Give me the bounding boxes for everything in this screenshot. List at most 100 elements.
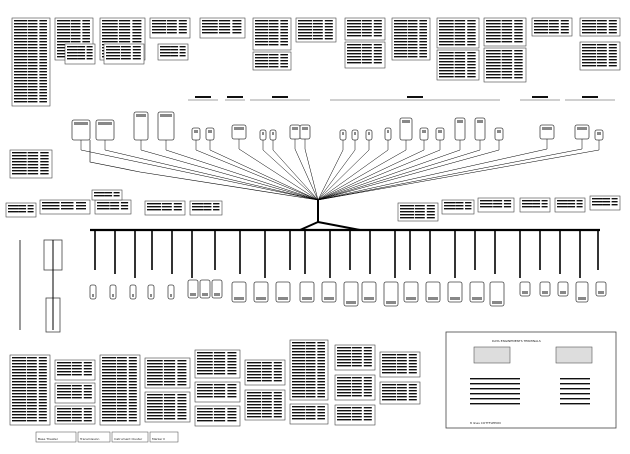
component-bottom-pin-13 [346, 301, 356, 304]
spec-table-bottom-3-cell [57, 420, 71, 422]
spec-table-top-15-cell [467, 73, 476, 75]
spec-table-bottom-13-cell [292, 409, 306, 411]
spec-table-top-0-cell [39, 29, 47, 31]
spec-table-top-0-cell [14, 77, 28, 79]
spec-table-bottom-18-cell [382, 390, 396, 392]
spec-table-mid-7-cell [493, 200, 503, 202]
spec-table-mid-9-cell [576, 206, 583, 208]
spec-table-top-11-cell [560, 29, 569, 31]
spec-table-mid-0 [5, 202, 37, 218]
spec-table-mid-9 [554, 197, 586, 213]
spec-table-mid-6-cell [465, 208, 472, 210]
spec-table-top-5-cell [280, 23, 288, 25]
spec-table-top-6-cell [298, 29, 312, 31]
spec-table-top-0-cell [39, 74, 47, 76]
spec-table-top-9-cell [467, 44, 476, 46]
bottom-label-2: Transmission [80, 437, 100, 441]
component-bottom-pin-23 [560, 291, 566, 294]
spec-table-mid-5-cell [414, 208, 425, 210]
spec-table-top-10-cell [486, 26, 501, 28]
section-header-2 [272, 96, 288, 98]
spec-table-top-4-cell [218, 26, 231, 28]
legend-row-left [470, 388, 520, 390]
spec-table-bottom-4-cell [102, 393, 116, 395]
spec-table-bottom-4-cell [128, 396, 137, 398]
spec-table-bottom-3-cell [83, 420, 92, 422]
spec-table-bottom-10-cell [247, 362, 261, 364]
spec-table-bottom-11-cell [261, 413, 272, 415]
spec-table-top-11-cell [534, 20, 548, 22]
spec-table-top-16-cell [501, 77, 513, 79]
spec-table-bottom-6-cell [177, 400, 187, 402]
spec-table-top-20-cell [170, 55, 179, 57]
spec-table-mid-5-cell [426, 217, 435, 219]
spec-table-top-13-cell [280, 63, 288, 65]
spec-table-bottom-0-cell [38, 408, 47, 410]
spec-table-top-20-cell [179, 46, 186, 48]
spec-table-top-2-cell [118, 41, 131, 43]
wire-top-12 [317, 140, 356, 201]
spec-table-top-12-cell [582, 32, 596, 34]
spec-table-bottom-4-cell [116, 381, 127, 383]
spec-table-bottom-2-cell [83, 388, 92, 390]
spec-table-bottom-11-cell [261, 407, 272, 409]
component-bottom-pin-15 [386, 301, 396, 304]
spec-table-top-4-cell [232, 26, 242, 28]
spec-table-mid-4-cell [213, 206, 220, 208]
spec-table-top-5-cell [280, 26, 288, 28]
spec-table-mid-7-cell [480, 206, 493, 208]
legend-row-right [560, 378, 590, 380]
spec-table-top-6-cell [312, 23, 323, 25]
spec-table-mid-0-cell [8, 211, 19, 213]
spec-table-top-1-cell [70, 29, 81, 31]
spec-table-top-10-cell [486, 20, 501, 22]
spec-table-mid-1-cell [76, 208, 86, 210]
spec-table-top-1-cell [70, 35, 81, 37]
spec-table-mid-1 [39, 199, 91, 215]
spec-table-top-2-cell [118, 38, 131, 40]
spec-table-top-8-cell [394, 29, 408, 31]
spec-table-bottom-2-cell [57, 394, 71, 396]
spec-table-bottom-12-cell [317, 369, 325, 371]
spec-table-bottom-15-cell [363, 395, 372, 397]
spec-table-bottom-11-cell [261, 401, 272, 403]
spec-table-bottom-7-cell [213, 364, 226, 366]
spec-table-bottom-4-cell [102, 390, 116, 392]
spec-table-bottom-15-cell [337, 389, 351, 391]
spec-table-bottom-12-cell [305, 357, 316, 359]
spec-table-top-8-cell [419, 20, 427, 22]
spec-table-top-0-cell [27, 68, 38, 70]
spec-table-mid-10-cell [592, 201, 603, 203]
spec-table-bottom-0-cell [38, 384, 47, 386]
spec-table-bottom-3-cell [71, 414, 82, 416]
spec-table-bottom-6-cell [147, 397, 163, 399]
spec-table-top-17-cell [582, 62, 596, 64]
spec-table-top-0-cell [27, 98, 38, 100]
wire-top-1 [104, 140, 319, 201]
spec-table-top-0-cell [14, 62, 28, 64]
spec-table-bottom-11-cell [273, 416, 282, 418]
wire-top-20 [317, 140, 500, 201]
component-top-pin-1 [98, 122, 112, 125]
component-top-pin-2 [136, 114, 146, 117]
spec-table-top-16-cell [501, 74, 513, 76]
spec-table-bottom-13-cell [292, 412, 306, 414]
spec-table-bottom-14-cell [351, 347, 362, 349]
spec-table-top-6-cell [298, 23, 312, 25]
spec-table-bottom-9-cell [227, 417, 237, 419]
spec-table-bottom-12-cell [317, 387, 325, 389]
spec-table-bottom-5-cell [147, 381, 163, 383]
spec-table-top-0-cell [39, 47, 47, 49]
bottom-label-box-2 [111, 431, 149, 443]
spec-table-top-9-cell [454, 29, 466, 31]
spec-table-top-9-cell [454, 26, 466, 28]
spec-table-mid-8-cell [532, 206, 541, 208]
spec-table-bottom-17-cell [408, 354, 417, 356]
spec-table-top-6-cell [298, 26, 312, 28]
spec-table-bottom-12-cell [292, 351, 306, 353]
spec-table-bottom-14-cell [337, 347, 351, 349]
component-bottom-pin-19 [472, 297, 482, 300]
spec-table-bottom-17-cell [396, 354, 407, 356]
spec-table-bottom-3-cell [57, 417, 71, 419]
spec-table-top-0-cell [14, 68, 28, 70]
